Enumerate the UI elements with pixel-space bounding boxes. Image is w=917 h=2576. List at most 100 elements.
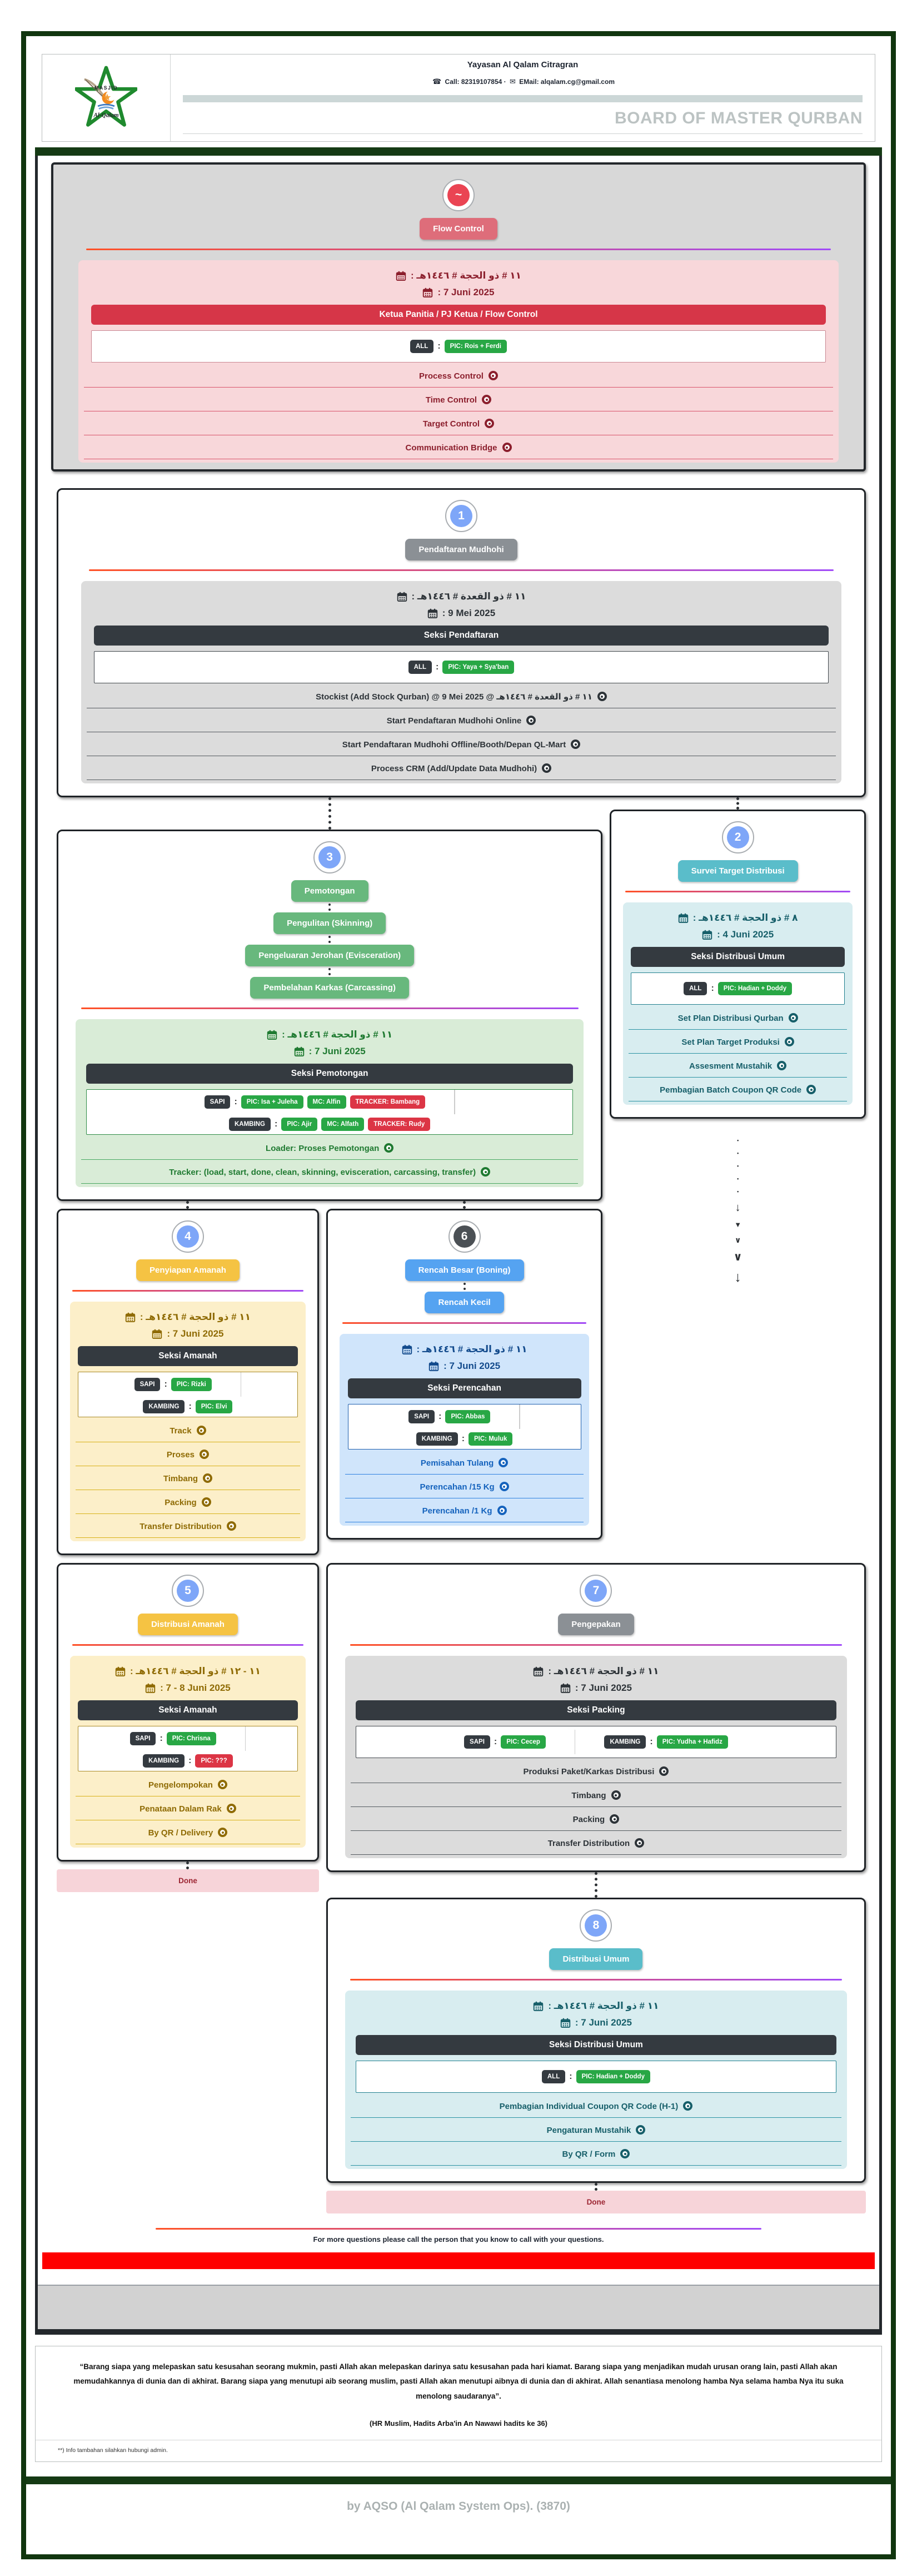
task-item[interactable]: Penataan Dalam Rak (75, 1796, 301, 1820)
pic-row: ALL:PIC: Rois + Ferdi (91, 330, 826, 363)
connector (594, 2183, 597, 2191)
hijri-date-text: ١١ # ذو الحجة # ١٤٤٦هـ : (282, 1029, 393, 1040)
phone-number[interactable]: Call: 82319107854 (445, 78, 502, 86)
task-item[interactable]: Communication Bridge (83, 435, 834, 459)
task-item[interactable]: Pembagian Individual Coupon QR Code (H-1… (350, 2094, 842, 2118)
colon: : (494, 1737, 497, 1746)
task-arrow-icon (481, 1167, 491, 1177)
task-item[interactable]: Timbang (350, 1783, 842, 1807)
gregorian-date-text: : 9 Mei 2025 (442, 608, 496, 618)
task-item[interactable]: Tracker: (load, start, done, clean, skin… (81, 1160, 579, 1184)
pic-group: ALL:PIC: Rois + Ferdi (410, 340, 507, 353)
flow-arrow-glyph: ↓ (735, 1202, 741, 1214)
calendar-icon (267, 1030, 277, 1040)
task-item[interactable]: Loader: Proses Pemotongan (81, 1136, 579, 1160)
step-circle: 1 (445, 500, 477, 532)
scope-badge: ALL (408, 661, 432, 674)
task-item[interactable]: Transfer Distribution (75, 1514, 301, 1538)
step-number: 5 (176, 1580, 199, 1602)
task-arrow-icon (777, 1061, 787, 1070)
task-item[interactable]: Transfer Distribution (350, 1831, 842, 1855)
task-item[interactable]: By QR / Form (350, 2142, 842, 2166)
step-circle: 6 (448, 1220, 481, 1253)
task-label: Set Plan Distribusi Qurban (677, 1014, 784, 1023)
task-item[interactable]: Timbang (75, 1466, 301, 1490)
calendar-icon (560, 2018, 571, 2028)
gregorian-date-text: : 7 Juni 2025 (443, 1361, 501, 1371)
task-item[interactable]: Stockist (Add Stock Qurban) @ 9 Mei 2025… (86, 684, 836, 708)
colon: : (437, 341, 441, 351)
admin-note: **) Info tambahan silahkan hubungi admin… (58, 2446, 168, 2454)
contact-separator: · (504, 78, 506, 86)
gregorian-date: : 7 Juni 2025 (351, 1682, 841, 1694)
divider (625, 891, 851, 892)
task-item[interactable]: Perencahan /1 Kg (345, 1498, 584, 1522)
task-item[interactable]: Set Plan Distribusi Qurban (628, 1006, 848, 1030)
task-item[interactable]: Produksi Paket/Karkas Distribusi (350, 1759, 842, 1783)
task-arrow-icon (610, 1814, 620, 1824)
hijri-date: ١١ # ذو الحجة # ١٤٤٦هـ : (76, 1312, 300, 1323)
task-item[interactable]: Pemisahan Tulang (345, 1451, 584, 1475)
step-circle: 5 (171, 1575, 204, 1607)
masjid-al-qalam-logo-icon: MASJID Al-Qalam (75, 66, 137, 127)
pic-badge: PIC: Rizki (171, 1378, 212, 1391)
task-item[interactable]: Assesment Mustahik (628, 1054, 848, 1078)
section-badge: Pembelahan Karkas (Carcassing) (250, 977, 409, 999)
task-item[interactable]: Process CRM (Add/Update Data Mudhohi) (86, 756, 836, 780)
calendar-icon (397, 592, 407, 602)
task-label: Track (170, 1426, 192, 1436)
colon: : (438, 1412, 442, 1421)
task-item[interactable]: Set Plan Target Produksi (628, 1030, 848, 1054)
task-item[interactable]: Time Control (83, 388, 834, 411)
team-bar: Ketua Panitia / PJ Ketua / Flow Control (91, 305, 826, 325)
scope-badge: SAPI (204, 1095, 231, 1109)
task-label: Stockist (Add Stock Qurban) @ 9 Mei 2025… (316, 692, 592, 702)
task-item[interactable]: Start Pendaftaran Mudhohi Offline/Booth/… (86, 732, 836, 756)
section-badge: Pendaftaran Mudhohi (405, 539, 517, 560)
scope-badge: ALL (410, 340, 434, 353)
header: MASJID Al-Qalam Yayasan Al Qalam Citragr… (42, 54, 875, 142)
connector (186, 1201, 190, 1209)
logo: MASJID Al-Qalam (42, 54, 171, 141)
task-item[interactable]: By QR / Delivery (75, 1820, 301, 1844)
connector (736, 797, 740, 810)
task-item[interactable]: Process Control (83, 364, 834, 388)
task-item[interactable]: Packing (350, 1807, 842, 1831)
section-badge: Flow Control (420, 218, 497, 240)
scope-badge: KAMBING (228, 1118, 271, 1131)
task-arrow-icon (784, 1037, 794, 1046)
pic-group: SAPI:PIC: Rizki (134, 1378, 212, 1391)
section-badge: Pengeluaran Jerohan (Evisceration) (245, 945, 415, 966)
task-item[interactable]: Packing (75, 1490, 301, 1514)
pic-badge: PIC: Elvi (195, 1400, 233, 1413)
colon: : (188, 1756, 192, 1765)
pic-badge: PIC: Cecep (501, 1735, 546, 1749)
divider (81, 1007, 579, 1009)
connector (328, 936, 331, 943)
pic-row: ALL:PIC: Hadian + Doddy (630, 972, 845, 1005)
gregorian-date: : 9 Mei 2025 (87, 608, 836, 619)
task-item[interactable]: Start Pendaftaran Mudhohi Online (86, 708, 836, 732)
hijri-date: ٨ # ذو الحجة # ١٤٤٦هـ : (629, 912, 847, 924)
task-item[interactable]: Perencahan /15 Kg (345, 1475, 584, 1498)
calendar-icon (145, 1683, 156, 1693)
step-circle: 4 (171, 1220, 204, 1253)
task-arrow-icon (636, 2125, 646, 2135)
task-item[interactable]: Pengaturan Mustahik (350, 2118, 842, 2142)
task-item[interactable]: Proses (75, 1442, 301, 1466)
pic-badge: PIC: Hadian + Doddy (717, 982, 793, 995)
task-item[interactable]: Pembagian Batch Coupon QR Code (628, 1078, 848, 1101)
colon: : (461, 1434, 465, 1443)
task-arrow-icon (788, 1013, 798, 1023)
team-bar: Seksi Packing (355, 1700, 837, 1720)
gregorian-date: : 7 Juni 2025 (345, 1361, 584, 1372)
email-address[interactable]: EMail: alqalam.cg@gmail.com (519, 78, 615, 86)
pic-group: ALL:PIC: Hadian + Doddy (684, 982, 793, 995)
pic-badge: PIC: Abbas (445, 1410, 491, 1423)
task-item[interactable]: Track (75, 1418, 301, 1442)
task-item[interactable]: Pengelompokan (75, 1773, 301, 1796)
task-item[interactable]: Target Control (83, 411, 834, 435)
phone-icon: ☎ (432, 77, 442, 86)
